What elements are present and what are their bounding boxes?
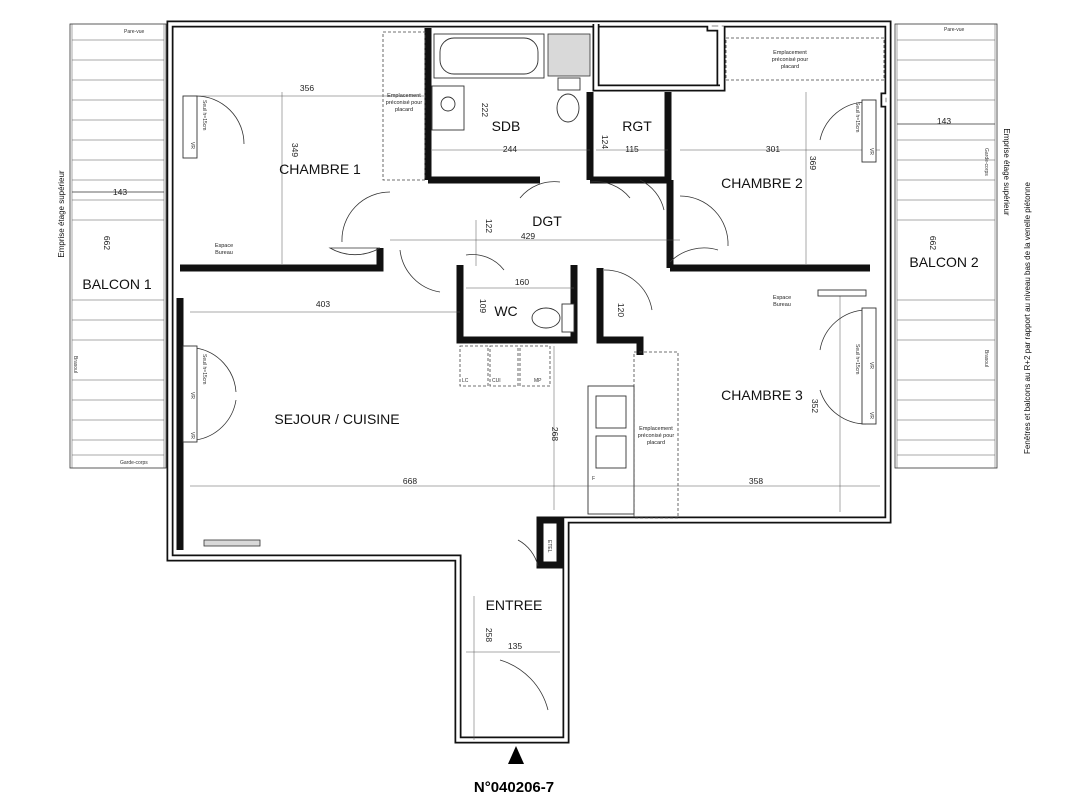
privacy-screen-label-left: Pare-vue [124,29,145,35]
dimension-122: 122 [484,219,494,233]
dimension-429: 429 [521,231,535,241]
dimension-258: 258 [484,628,494,642]
threshold-note-3: Seuil h=15cm [854,102,860,132]
dimension-143-right: 143 [937,116,951,126]
dimension-358: 358 [749,476,763,486]
dimension-244: 244 [503,144,517,154]
dimension-lines [190,92,880,740]
svg-text:placard: placard [395,107,413,113]
svg-text:préconisé pour: préconisé pour [772,57,809,63]
closet-note-sejour: Emplacement préconisé pour placard [638,426,675,446]
dimension-268: 268 [550,427,560,441]
room-label-sejour-cuisine: SEJOUR / CUISINE [274,411,399,427]
svg-text:Emplacement: Emplacement [773,50,807,56]
room-label-chambre-3: CHAMBRE 3 [721,387,803,403]
dimension-356: 356 [300,83,314,93]
toilet-sdb [556,77,581,123]
bathtub [433,33,545,79]
office-note-chambre3: Espace Bureau [773,295,791,308]
svg-text:préconisé pour: préconisé pour [386,100,423,106]
room-label-wc: WC [494,303,517,319]
upper-floor-footprint-left: Emprise étage supérieur [57,170,66,257]
closet-chambre1 [382,31,426,181]
svg-text:préconisé pour: préconisé pour [638,433,675,439]
dimension-124: 124 [600,135,610,149]
dimension-301: 301 [766,144,780,154]
dimension-222: 222 [480,103,490,117]
appliance-label-lc: LC [462,378,469,384]
threshold-note-1: Seuil h=15cm [201,100,207,130]
shutter-label-3: VR [189,432,195,439]
appliance-label-mp: MP [534,378,542,384]
svg-text:Bureau: Bureau [773,302,791,308]
dimension-115: 115 [625,144,639,154]
dimension-668: 668 [403,476,417,486]
dimension-160: 160 [515,277,529,287]
svg-text:Bureau: Bureau [215,250,233,256]
bathroom-sink [431,85,465,131]
threshold-note-4: Seuil h=15cm [854,344,860,374]
entrance-arrow-icon [508,746,524,764]
radiator [203,539,261,547]
appliance-label-cui: CUI [492,378,501,384]
room-label-rgt: RGT [622,118,652,134]
kitchen-counter [587,385,635,515]
privacy-screen-label-right: Pare-vue [944,27,965,33]
room-label-sdb: SDB [492,118,521,134]
dimension-369: 369 [808,156,818,170]
svg-text:Espace: Espace [773,295,791,301]
exterior-walls [166,20,892,744]
dimension-662-left: 662 [102,236,112,250]
appliance-label-f: F [592,476,595,482]
interior-walls [176,28,870,569]
dimension-120: 120 [616,303,626,317]
threshold-note-2: Seuil h=15cm [201,354,207,384]
svg-text:Emplacement: Emplacement [387,93,421,99]
room-label-balcon-2: BALCON 2 [909,254,978,270]
room-label-chambre-1: CHAMBRE 1 [279,161,361,177]
office-note-chambre1: Espace Bureau [215,243,233,256]
svg-text:placard: placard [647,440,665,446]
shutter-label-4: VR [868,148,874,155]
appliance-bays [459,345,551,387]
svg-text:Espace: Espace [215,243,233,249]
guardrail-label-right: Garde-corps [983,148,989,176]
dimension-403: 403 [316,299,330,309]
shutter-label-6: VR [868,412,874,419]
room-label-balcon-1: BALCON 1 [82,276,151,292]
dimension-662-right: 662 [928,236,938,250]
dimension-143-left: 143 [113,187,127,197]
room-label-chambre-2: CHAMBRE 2 [721,175,803,191]
dimension-352: 352 [810,399,820,413]
doors [195,95,867,711]
telecom-panel-label: ETEL [546,540,552,553]
plan-number: N°040206-7 [474,779,554,796]
planter-label-left: Brasoul [72,356,78,373]
svg-text:placard: placard [781,64,799,70]
dimension-349: 349 [290,143,300,157]
room-label-entree: ENTREE [486,597,543,613]
closet-note-chambre1: Emplacement préconisé pour placard [386,93,423,113]
planter-label-right: Brasoul [983,350,989,367]
windows [182,95,877,443]
toilet-wc [531,303,575,333]
shutter-label-5: VR [868,362,874,369]
shutter-label-1: VR [189,142,195,149]
svg-text:Emplacement: Emplacement [639,426,673,432]
guardrail-label-left: Garde-corps [120,460,148,466]
balcony-right [894,23,998,469]
balcony-left [69,23,167,469]
side-note-window-balcony-level: Fenêtres et balcons au R+2 par rapport a… [1023,181,1032,454]
shower-tray [547,33,591,77]
shutter-label-2: VR [189,392,195,399]
upper-floor-footprint-right: Emprise étage supérieur [1002,128,1011,215]
dimension-109: 109 [478,299,488,313]
room-label-dgt: DGT [532,213,562,229]
dimension-135: 135 [508,641,522,651]
closet-note-chambre2: Emplacement préconisé pour placard [772,50,809,70]
